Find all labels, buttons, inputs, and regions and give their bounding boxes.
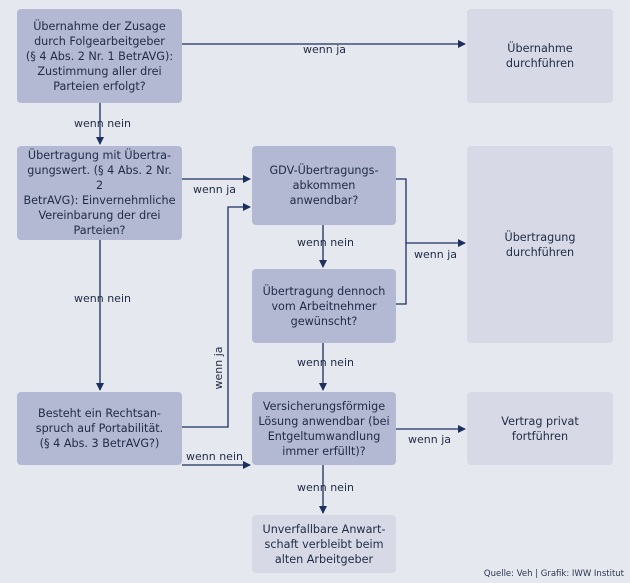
label-no-versicherung: wenn nein [297, 481, 354, 494]
label-yes-rechtsanspruch: wenn ja [212, 346, 225, 390]
label-no-rechtsanspruch: wenn nein [186, 450, 243, 463]
box-uebernahme-durchfuehren: Übernahme durchführen [467, 9, 613, 103]
box-unverfallbare-anwartschaft: Unverfallbare Anwart- schaft verbleibt b… [252, 515, 396, 573]
label-no-gdv: wenn nein [297, 236, 354, 249]
arrow-rechtsanspruch-to-gdv [182, 203, 251, 428]
box-uebertragung-uebertragungswert: Übertragung mit Übertra- gungswert. (§ 4… [17, 146, 182, 240]
box-gdv-abkommen: GDV-Übertragungs- abkommen anwendbar? [252, 146, 396, 225]
box-rechtsanspruch-portabilitaet: Besteht ein Rechtsan- spruch auf Portabi… [17, 392, 182, 465]
source-credit: Quelle: Veh | Grafik: IWW Institut [483, 569, 624, 579]
label-yes-versicherung: wenn ja [408, 433, 452, 446]
box-uebertragung-durchfuehren: Übertragung durchführen [467, 146, 613, 343]
box-vertrag-privat: Vertrag privat fortführen [467, 392, 613, 465]
arrow-dennoch-to-durchfuehren [396, 243, 407, 305]
box-uebernahme-zusage: Übernahme der Zusage durch Folgearbeitge… [17, 9, 182, 103]
label-yes-uebertragung: wenn ja [193, 183, 237, 196]
label-no-uebertragung: wenn nein [74, 292, 131, 305]
box-uebertragung-dennoch: Übertragung dennoch vom Arbeitnehmer gew… [252, 269, 396, 343]
label-no-dennoch: wenn nein [297, 356, 354, 369]
arrow-gdv-to-durchfuehren [396, 178, 466, 247]
label-yes-gdv-dennoch: wenn ja [414, 248, 458, 261]
label-yes-zusage: wenn ja [303, 43, 347, 56]
box-versicherungsfoermige-loesung: Versicherungsförmige Lösung anwendbar (b… [252, 392, 396, 465]
label-no-zusage: wenn nein [74, 117, 131, 130]
